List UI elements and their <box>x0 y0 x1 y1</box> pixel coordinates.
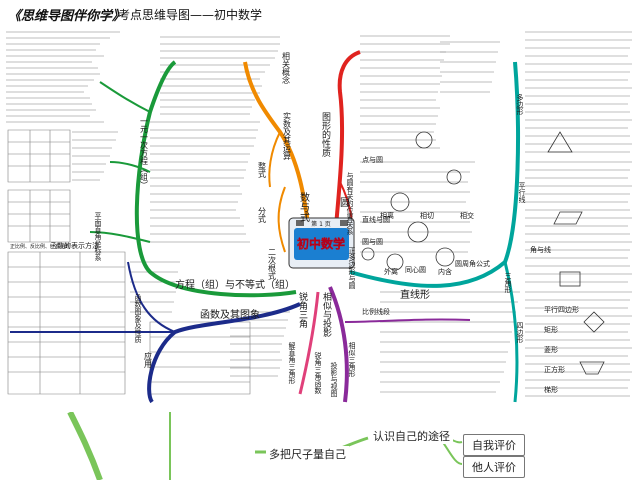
center-label: 初中数学 <box>297 236 345 251</box>
label-concepts: 相关概念 <box>282 51 291 84</box>
label-shape-properties: 图形的性质 <box>320 112 331 158</box>
bottom-node-mid: 认识自己的途径 <box>370 428 453 444</box>
label-point-circle: 点与圆 <box>362 156 383 164</box>
label-external: 外离 <box>384 267 398 276</box>
label-polynomials: 整式 <box>258 161 267 178</box>
label-square: 正方形 <box>544 365 565 374</box>
label-parallel: 平行线 <box>518 182 526 203</box>
bottom-leaf-others: 他人评价 <box>463 456 525 478</box>
label-function-graphs: 函数图象及性质 <box>134 293 142 344</box>
label-triangle: 三角形 <box>504 272 512 294</box>
label-tangent: 相切 <box>420 211 434 220</box>
label-rectangle: 矩形 <box>544 325 558 334</box>
label-circle: 圆 <box>340 197 350 209</box>
label-real-numbers: 实数及其运算 <box>283 111 292 161</box>
branch-trig <box>298 291 320 395</box>
label-functions: 函数及其图象 <box>200 308 260 321</box>
label-circle-positions: 与圆有关的位置关系 <box>346 172 354 235</box>
label-proportional-functions: 正比例、反比例、一次函数 <box>10 243 70 250</box>
label-linear-shapes: 直线形 <box>400 288 430 301</box>
label-quadrilateral: 四边形 <box>516 322 524 344</box>
bottom-leaf-self: 自我评价 <box>463 434 525 456</box>
bottom-strip: 多把尺子量自己 认识自己的途径 自我评价 他人评价 <box>0 412 640 480</box>
header: 《思维导图伴你学》 考点思维导图——初中数学 <box>0 0 640 24</box>
page-subtitle: 考点思维导图——初中数学 <box>118 8 263 22</box>
page-title: 《思维导图伴你学》 <box>8 9 126 24</box>
label-concentric: 同心圆 <box>405 266 426 274</box>
label-internal: 内含 <box>438 267 452 276</box>
label-similar: 相似与投影 <box>321 291 332 338</box>
center-node: 第 1 页 初中数学 <box>288 217 355 269</box>
label-angles-lines: 角与线 <box>530 245 551 254</box>
geometry-icons <box>361 131 605 375</box>
branch-equations <box>134 60 297 298</box>
label-equations: 方程（组）与不等式（组） <box>175 278 295 291</box>
branch-similar <box>328 286 349 403</box>
label-projection: 投影与视图 <box>330 361 338 398</box>
label-parallelogram: 平行四边形 <box>544 305 579 314</box>
label-intersect: 相交 <box>460 211 474 220</box>
label-rhombus: 菱形 <box>544 345 558 354</box>
label-radicals: 二次根式 <box>268 248 277 280</box>
branch-lines <box>349 61 520 288</box>
label-function-representation: 函数的表示方法 <box>50 241 99 250</box>
label-fractions: 分式 <box>258 207 267 223</box>
label-numbers: 数与式 <box>298 191 310 222</box>
label-inscribed-angle: 圆周角公式 <box>455 259 490 268</box>
label-separate: 相离 <box>380 211 394 220</box>
label-similar-triangles: 相似三角形 <box>348 341 356 378</box>
mind-map: 第 1 页 初中数学 数与式 圆 图形的性质 直线形 相似与投影 锐角三角 方程… <box>6 31 632 404</box>
label-regular-polygon: 正多边形与圆 <box>348 247 356 290</box>
center-small-text: 第 1 页 <box>311 220 331 228</box>
label-trig: 锐角三角 <box>297 291 308 329</box>
label-application: 应用 <box>144 351 153 369</box>
label-circle-circle: 圆与圆 <box>362 238 383 246</box>
detail-lines-left <box>6 31 632 397</box>
label-line-circle: 直线与圆 <box>362 215 390 224</box>
label-coordinate: 平面直角坐标系 <box>94 212 102 261</box>
branch-functions <box>147 302 301 404</box>
label-polygon: 多边形 <box>516 93 524 116</box>
label-linear-equations: 一元一次方程（组） <box>140 117 149 189</box>
label-trapezoid: 梯形 <box>544 385 558 394</box>
label-trig-functions: 锐角三角函数 <box>314 351 322 395</box>
branch-circle <box>333 50 361 238</box>
label-proportion: 比例线段 <box>362 307 390 316</box>
label-solve-right-triangle: 解直角三角形 <box>288 341 296 385</box>
bottom-node-main: 多把尺子量自己 <box>266 446 349 462</box>
